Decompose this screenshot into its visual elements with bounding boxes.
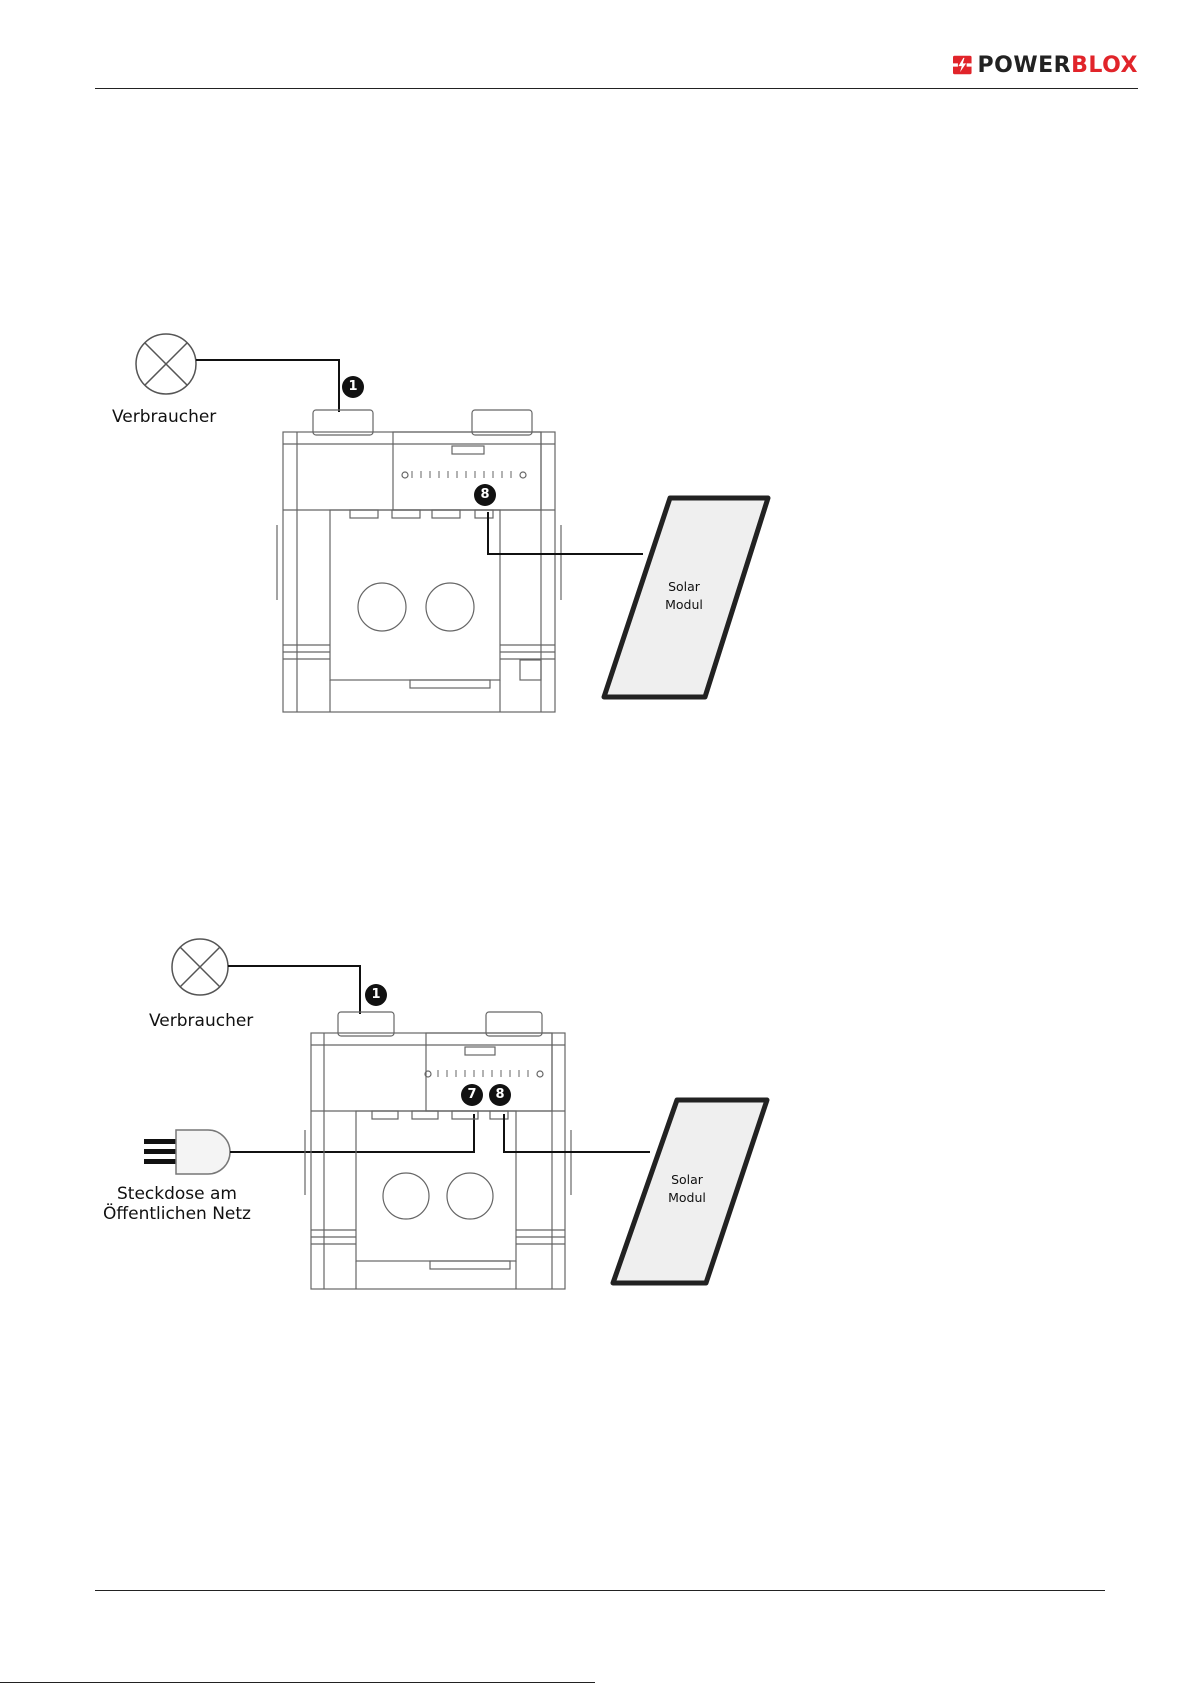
footer-bottom-rule	[0, 1682, 595, 1683]
load-label: Verbraucher	[112, 407, 216, 427]
solar-label: Solar Modul	[657, 1171, 717, 1207]
port-badge-1: 1	[342, 376, 364, 398]
brand-name-part2: BLOX	[1071, 53, 1138, 78]
brand-name: POWERBLOX	[978, 53, 1138, 78]
load-cable	[228, 966, 360, 1014]
brand-logo: POWERBLOX	[953, 47, 1138, 83]
solar-label-line2: Modul	[654, 596, 714, 614]
lamp-icon	[172, 939, 228, 995]
solar-label-line1: Solar	[657, 1171, 717, 1189]
grid-label-line1: Steckdose am	[97, 1184, 257, 1204]
grid-label: Steckdose am Öffentlichen Netz	[97, 1184, 257, 1224]
grid-cable	[230, 1114, 474, 1152]
header-rule	[95, 88, 1138, 89]
grid-label-line2: Öffentlichen Netz	[97, 1204, 257, 1224]
load-cable	[196, 360, 339, 412]
load-label: Verbraucher	[149, 1011, 253, 1031]
plug-icon	[144, 1130, 230, 1174]
diagram-1	[0, 300, 1191, 720]
solar-label: Solar Modul	[654, 578, 714, 614]
port-badge-7: 7	[461, 1084, 483, 1106]
powerblox-device	[277, 410, 561, 712]
powerblox-device	[305, 1012, 571, 1289]
solar-cable	[488, 512, 643, 554]
port-badge-1: 1	[365, 984, 387, 1006]
footer-rule	[95, 1590, 1105, 1591]
diagram-2	[0, 930, 1191, 1300]
brand-name-part1: POWER	[978, 53, 1072, 78]
solar-cable	[504, 1114, 650, 1152]
port-badge-8: 8	[474, 484, 496, 506]
solar-label-line1: Solar	[654, 578, 714, 596]
port-badge-8: 8	[489, 1084, 511, 1106]
lamp-icon	[136, 334, 196, 394]
solar-label-line2: Modul	[657, 1189, 717, 1207]
bolt-logo-icon	[953, 48, 972, 82]
